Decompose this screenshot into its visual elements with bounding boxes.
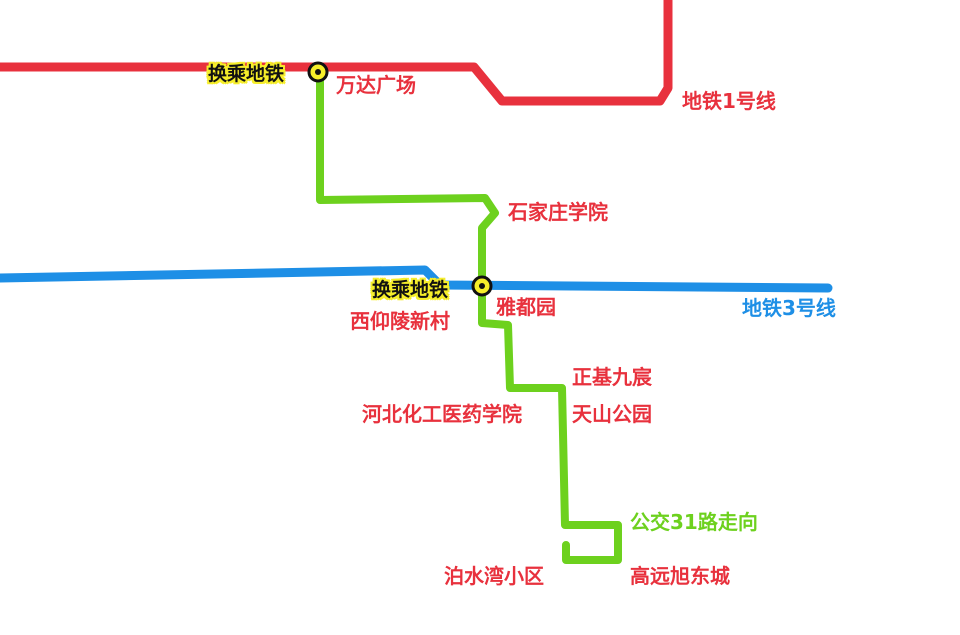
metro-line-3-path <box>0 265 833 293</box>
station-wanda-plaza: 万达广场 <box>336 73 416 97</box>
bus-route-31-label: 公交31路走向 <box>630 510 758 534</box>
station-xiyangling-village: 西仰陵新村 <box>350 309 450 333</box>
station-tianshan-park: 天山公园 <box>572 402 652 426</box>
transfer-station-wanda-dot <box>315 69 321 75</box>
transfer-label-xiyang: 换乘地铁 <box>372 279 449 301</box>
bus-route-31-path <box>316 68 622 564</box>
metro-line-3-label: 地铁3号线 <box>742 296 836 320</box>
station-zhengji-jiuchen: 正基九宸 <box>572 365 652 389</box>
station-shijiazhuang-college: 石家庄学院 <box>508 200 608 224</box>
station-yadu-garden: 雅都园 <box>496 295 556 319</box>
transfer-label-wanda: 换乘地铁 <box>208 63 285 85</box>
station-boshuiwan: 泊水湾小区 <box>444 564 544 588</box>
metro-line-1-label: 地铁1号线 <box>682 89 776 113</box>
metro-line-1-path <box>0 0 673 106</box>
station-hebei-chem-pharma-college: 河北化工医药学院 <box>362 402 522 426</box>
station-gaoyuan-xudong: 高远旭东城 <box>630 564 730 588</box>
transfer-station-xiyang-dot <box>479 283 485 289</box>
